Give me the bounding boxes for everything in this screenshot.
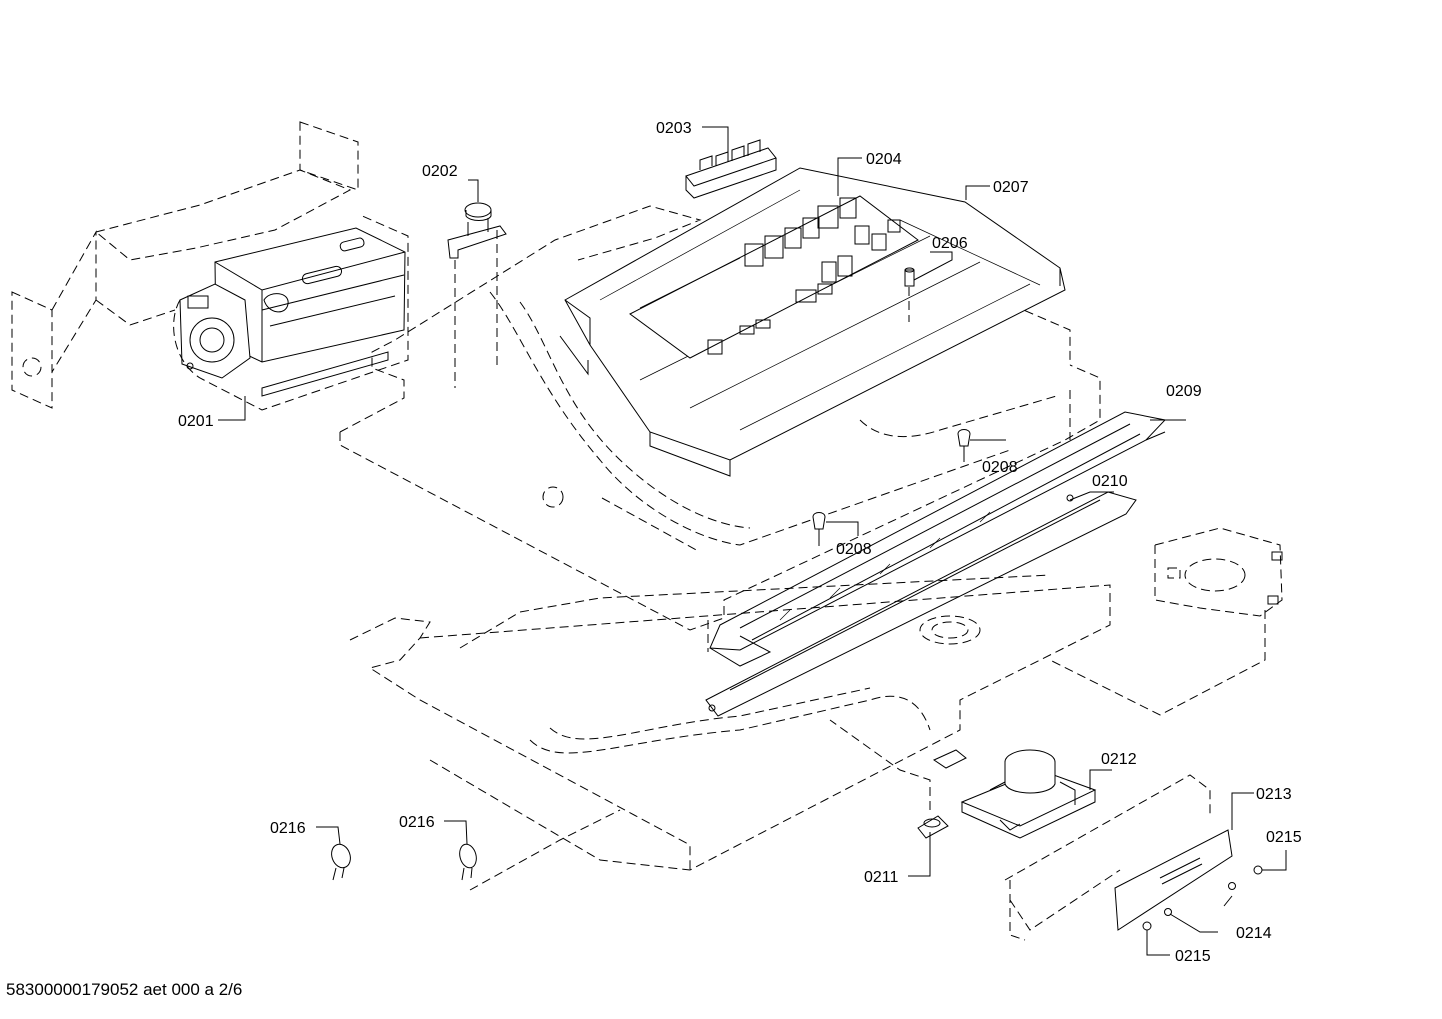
part-0213-cover-plate [1004,774,1233,941]
label-0212: 0212 [1101,751,1137,768]
part-0202-thermostat [447,202,507,388]
part-0212-actuator [932,749,1097,839]
parts-0216-clips [331,843,477,881]
label-0206: 0206 [932,235,968,252]
label-0208-a: 0208 [982,459,1018,476]
label-0215-b: 0215 [1175,948,1211,965]
label-0213: 0213 [1256,786,1292,803]
label-0214: 0214 [1236,925,1272,942]
label-0216-a: 0216 [270,820,306,837]
part-0201-fan-housing [11,121,409,420]
label-0211: 0211 [864,869,899,886]
part-labels: 0201 0202 0203 0204 0206 0207 0208 0208 … [178,120,1302,965]
panel-right-dashed [1049,527,1283,716]
part-0208-spacers [812,429,971,546]
label-0215-a: 0215 [1266,829,1302,846]
part-0209-rail [707,390,1166,667]
label-0204: 0204 [866,151,902,168]
part-0204-control-board [629,195,919,359]
label-0209: 0209 [1166,383,1202,400]
label-0207: 0207 [993,179,1029,196]
label-0216-b: 0216 [399,814,435,831]
label-0203: 0203 [656,120,692,137]
label-0210: 0210 [1092,473,1128,490]
leader-lines [218,126,1287,956]
document-id: 58300000179052 aet 000 a 2/6 [6,980,243,999]
frame-upper-dashed [339,205,1101,631]
part-0211-thermostat [829,719,949,839]
part-0210-profile [705,491,1137,717]
part-0203-connector-strip [685,139,777,199]
frame-lower-dashed [349,574,1111,891]
part-0207-cover-plate [559,167,1066,477]
part-0206-standoff [904,267,915,322]
label-0208-b: 0208 [836,541,872,558]
label-0202: 0202 [422,163,458,180]
label-0201: 0201 [178,413,214,430]
